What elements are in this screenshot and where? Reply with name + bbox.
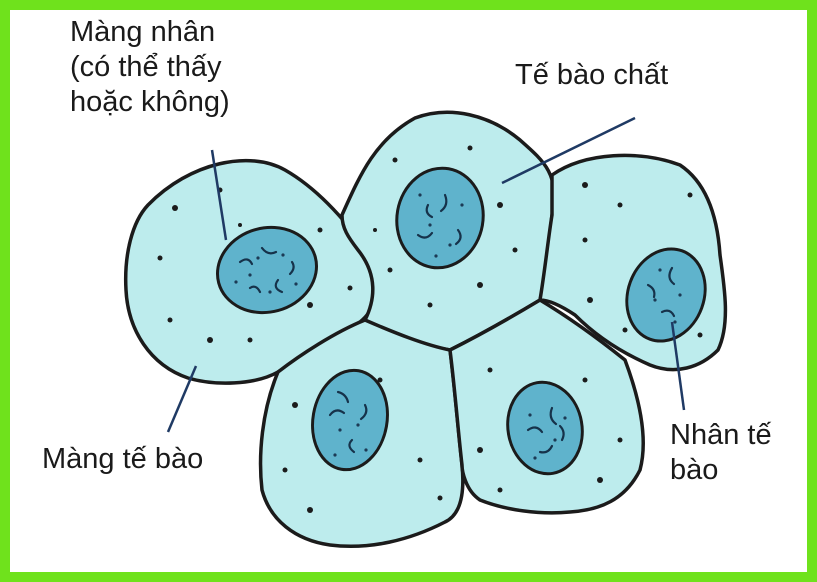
label-cytoplasm: Tế bào chất xyxy=(515,58,668,93)
label-nuclear-membrane-line-1: Màng nhân xyxy=(70,15,230,50)
label-nuclear-membrane-line-2: (có thể thấy xyxy=(70,50,230,85)
label-nucleus-line-1: Nhân tế xyxy=(670,418,772,453)
label-nucleus: Nhân tế bào xyxy=(670,418,772,488)
label-nuclear-membrane-line-3: hoặc không) xyxy=(70,85,230,120)
label-nucleus-line-2: bào xyxy=(670,453,772,488)
label-nuclear-membrane: Màng nhân (có thể thấy hoặc không) xyxy=(70,15,230,120)
label-cell-membrane: Màng tế bào xyxy=(42,442,203,477)
